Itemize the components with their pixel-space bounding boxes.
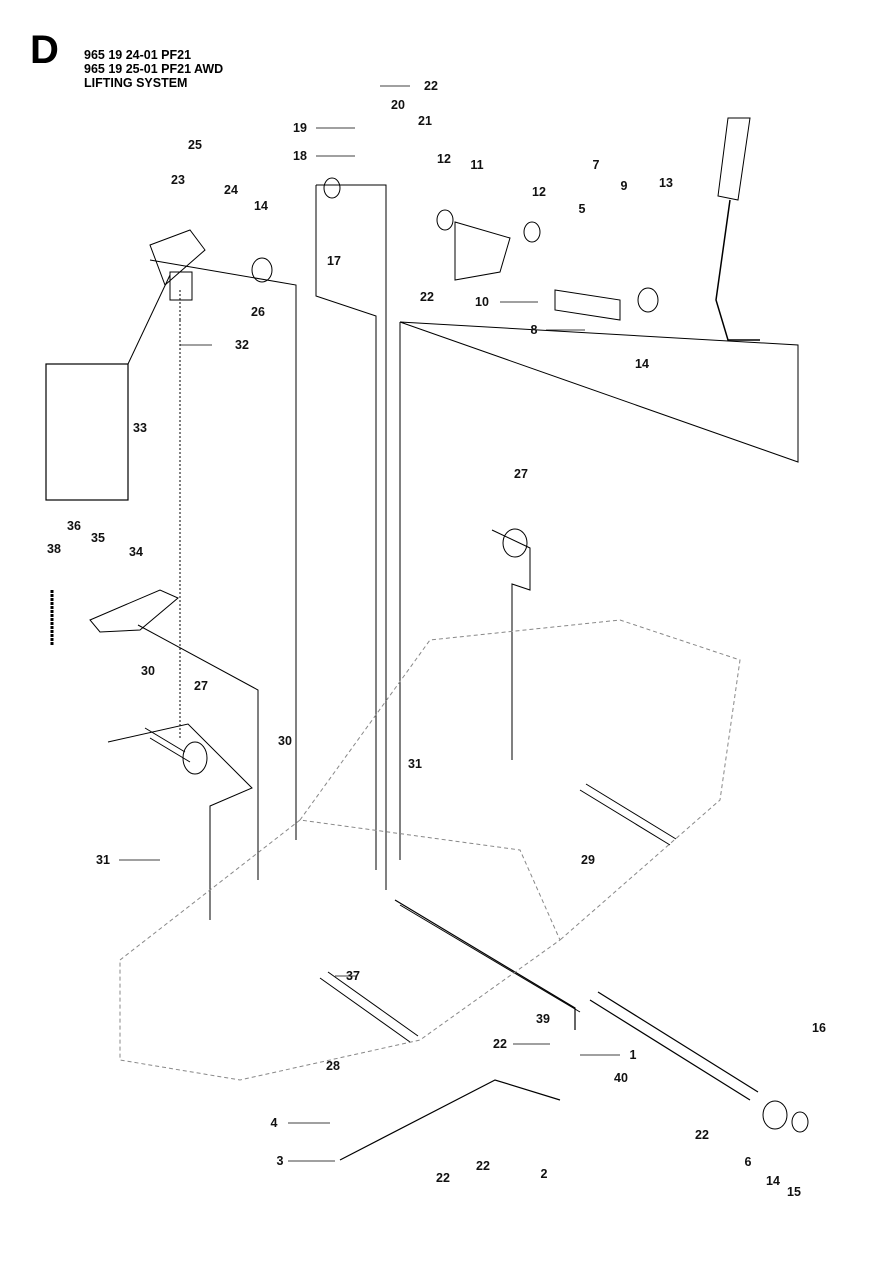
callout-18: 18 bbox=[293, 149, 307, 163]
guide-box-arm bbox=[149, 259, 297, 840]
callout-22f: 22 bbox=[436, 1171, 450, 1185]
callout-27b: 27 bbox=[194, 679, 208, 693]
guide-box-17 bbox=[315, 184, 387, 890]
callout-25: 25 bbox=[188, 138, 202, 152]
callout-34: 34 bbox=[129, 545, 143, 559]
callout-14: 14 bbox=[254, 199, 268, 213]
callout-19: 19 bbox=[293, 121, 307, 135]
callout-1: 1 bbox=[629, 1048, 637, 1062]
arm-11 bbox=[454, 221, 511, 281]
guide-box-27 bbox=[491, 529, 531, 760]
callout-12b: 12 bbox=[532, 185, 546, 199]
washer-17 bbox=[323, 177, 341, 199]
lever-13-arm bbox=[715, 199, 760, 341]
callout-32: 32 bbox=[235, 338, 249, 352]
section-letter: D bbox=[30, 28, 59, 72]
callout-6: 6 bbox=[744, 1155, 752, 1169]
callout-16: 16 bbox=[812, 1021, 826, 1035]
callout-20: 20 bbox=[391, 98, 405, 112]
callout-31: 31 bbox=[408, 757, 422, 771]
callout-30b: 30 bbox=[278, 734, 292, 748]
bushing-14-left bbox=[251, 257, 273, 283]
inset-leader bbox=[127, 274, 171, 365]
callout-38: 38 bbox=[47, 542, 61, 556]
callout-22b: 22 bbox=[420, 290, 434, 304]
detail-inset-33 bbox=[45, 363, 129, 501]
callout-15: 15 bbox=[787, 1185, 801, 1199]
inset-source-box bbox=[169, 271, 193, 301]
pulley-27-upper bbox=[502, 528, 528, 558]
callout-28: 28 bbox=[326, 1059, 340, 1073]
callout-40: 40 bbox=[614, 1071, 628, 1085]
callout-23: 23 bbox=[171, 173, 185, 187]
assembly-title: LIFTING SYSTEM bbox=[84, 76, 188, 90]
callout-5: 5 bbox=[578, 202, 586, 216]
callout-3: 3 bbox=[276, 1154, 284, 1168]
rod-28 bbox=[319, 971, 419, 1043]
model-number-2: 965 19 25-01 PF21 AWD bbox=[84, 62, 224, 76]
callout-29: 29 bbox=[581, 853, 595, 867]
guide-box-34 bbox=[137, 624, 259, 880]
bushing-14-upper bbox=[637, 287, 659, 313]
callout-2: 2 bbox=[540, 1167, 548, 1181]
callout-14b: 14 bbox=[635, 357, 649, 371]
callout-21: 21 bbox=[418, 114, 432, 128]
callout-10: 10 bbox=[475, 295, 489, 309]
callout-14c: 14 bbox=[766, 1174, 780, 1188]
diagram-header: D 965 19 24-01 PF21 965 19 25-01 PF21 AW… bbox=[30, 30, 430, 94]
callout-30: 30 bbox=[141, 664, 155, 678]
callout-26: 26 bbox=[251, 305, 265, 319]
callout-9: 9 bbox=[620, 179, 628, 193]
shaft-6 bbox=[589, 991, 759, 1101]
callout-22d: 22 bbox=[695, 1128, 709, 1142]
callout-22c: 22 bbox=[493, 1037, 507, 1051]
arm-23 bbox=[149, 229, 206, 286]
rod-3 bbox=[339, 1079, 561, 1161]
pulley-27-lower bbox=[182, 741, 208, 775]
callout-31b: 31 bbox=[96, 853, 110, 867]
callout-35: 35 bbox=[91, 531, 105, 545]
model-number-1: 965 19 24-01 PF21 bbox=[84, 48, 192, 62]
bushing-12-right bbox=[523, 221, 541, 243]
rod-29 bbox=[579, 783, 677, 846]
callout-37: 37 bbox=[346, 969, 360, 983]
bushing-12-left bbox=[436, 209, 454, 231]
callout-12: 12 bbox=[437, 152, 451, 166]
chassis-outline bbox=[119, 619, 741, 1081]
callout-27: 27 bbox=[514, 467, 528, 481]
callout-4: 4 bbox=[270, 1116, 278, 1130]
callout-11: 11 bbox=[470, 158, 484, 172]
roller-30 bbox=[144, 727, 191, 763]
rod-1-parallel bbox=[399, 904, 581, 1013]
lever-13-grip bbox=[717, 117, 751, 201]
bushing-14-lower bbox=[762, 1100, 788, 1130]
callout-8: 8 bbox=[530, 323, 538, 337]
callout-33: 33 bbox=[133, 421, 147, 435]
callout-22e: 22 bbox=[476, 1159, 490, 1173]
rod-1 bbox=[394, 899, 576, 1030]
washer-15 bbox=[791, 1111, 809, 1133]
guide-box-rear bbox=[107, 723, 253, 920]
callout-36: 36 bbox=[67, 519, 81, 533]
header-lines: 965 19 24-01 PF21 965 19 25-01 PF21 AWD … bbox=[84, 48, 223, 90]
callout-24: 24 bbox=[224, 183, 238, 197]
callout-22: 22 bbox=[424, 79, 438, 93]
bracket-5 bbox=[554, 289, 621, 321]
callout-17: 17 bbox=[327, 254, 341, 268]
callout-7: 7 bbox=[592, 158, 600, 172]
callout-39: 39 bbox=[536, 1012, 550, 1026]
callout-13: 13 bbox=[659, 176, 673, 190]
guide-box-lever bbox=[399, 321, 799, 860]
bracket-34 bbox=[89, 589, 179, 633]
